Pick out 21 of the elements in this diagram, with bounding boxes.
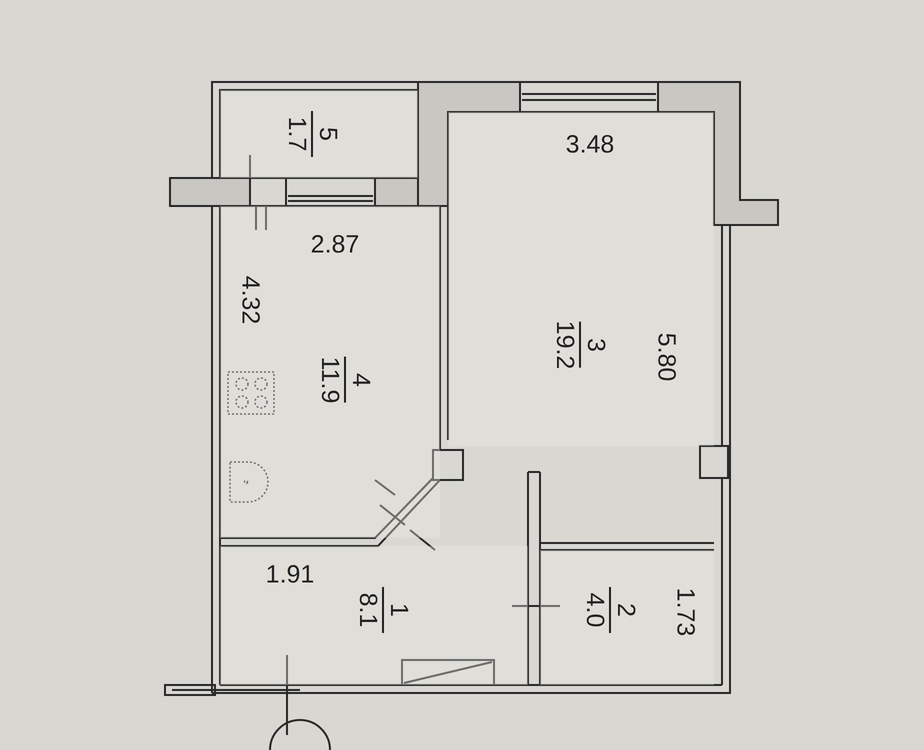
room-number: 3 [582, 338, 609, 352]
room-area-value: 11.9 [316, 356, 343, 404]
room-area-value: 8.1 [354, 592, 381, 628]
room-area [540, 550, 714, 685]
dimension-label: 2.87 [310, 232, 360, 258]
room-number: 4 [347, 373, 374, 387]
dimension-label: 1.91 [266, 562, 314, 588]
room-area-value: 4.0 [581, 592, 608, 628]
room-number: 5 [314, 127, 341, 141]
dimension-label: 3.48 [566, 132, 614, 158]
room-area [220, 90, 418, 178]
room-number: 1 [385, 603, 412, 617]
dimension-label: 4.32 [236, 276, 264, 324]
room-area-value: 19.2 [551, 320, 578, 370]
room-area [220, 546, 528, 685]
room-area [448, 112, 714, 446]
dimension-label: 5.80 [652, 332, 680, 382]
dimension-label: 1.73 [672, 588, 698, 636]
room-number: 2 [612, 603, 639, 617]
room-area [220, 206, 440, 538]
room-area-value: 1.7 [283, 116, 310, 152]
